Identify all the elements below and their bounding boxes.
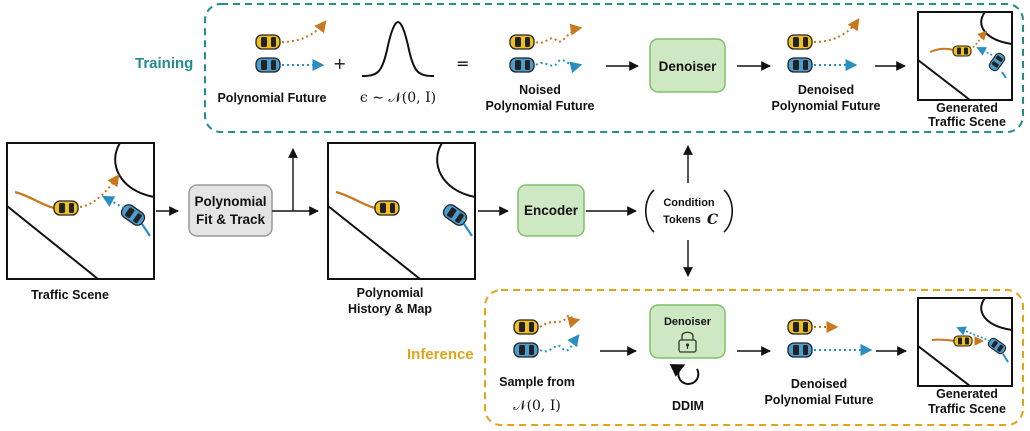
history-map-line2: History & Map — [348, 302, 432, 316]
lock-icon — [678, 331, 697, 353]
history-map-image — [327, 142, 476, 280]
polynomial-fit-line2: Fit & Track — [196, 212, 266, 227]
training-generated-scene — [917, 11, 1013, 101]
inference-denoiser-box — [649, 304, 726, 359]
condition-right-paren — [723, 189, 734, 233]
sample-from-label: Sample from — [499, 375, 575, 389]
inference-generated-line2: Traffic Scene — [928, 402, 1006, 416]
encoder-label: Encoder — [524, 203, 579, 218]
noised-future-icon — [509, 23, 583, 74]
ddim-label: DDIM — [672, 399, 704, 413]
traffic-scene-image — [6, 142, 155, 280]
inference-generated-scene — [917, 297, 1013, 387]
training-panel — [204, 3, 1024, 133]
noised-label-line2: Polynomial Future — [485, 99, 594, 113]
condition-symbol: C — [707, 212, 718, 228]
inference-denoised-icon — [787, 319, 873, 358]
inference-denoised-line2: Polynomial Future — [764, 393, 873, 407]
training-denoiser-box — [649, 38, 726, 93]
polynomial-fit-box — [188, 184, 273, 237]
training-generated-line2: Traffic Scene — [928, 115, 1006, 129]
plus-sign: + — [333, 54, 346, 73]
equals-sign: = — [456, 54, 469, 73]
training-denoiser-label: Denoiser — [659, 59, 718, 74]
training-denoised-line2: Polynomial Future — [771, 99, 880, 113]
history-map-line1: Polynomial — [357, 286, 424, 300]
polynomial-future-icon — [255, 20, 327, 73]
training-generated-line1: Generated — [936, 101, 998, 115]
inference-denoiser-label: Denoiser — [664, 316, 712, 328]
encoder-box — [517, 184, 585, 237]
condition-left-paren — [644, 189, 655, 233]
gaussian-curve-icon — [361, 20, 435, 77]
noised-label-line1: Noised — [519, 83, 561, 97]
noise-formula: ϵ ∼ 𝒩(0, I) — [360, 90, 436, 106]
polynomial-fit-line1: Polynomial — [194, 194, 266, 209]
inference-panel — [484, 289, 1024, 426]
polynomial-future-label: Polynomial Future — [217, 91, 326, 105]
training-denoised-icon — [787, 18, 860, 73]
condition-line2: Tokens — [663, 214, 701, 226]
sample-noise-icon — [513, 314, 581, 358]
training-denoised-line1: Denoised — [798, 83, 854, 97]
ddim-loop-icon — [669, 364, 700, 385]
sample-formula: 𝒩(0, I) — [513, 398, 561, 414]
condition-line1: Condition — [663, 197, 715, 209]
traffic-scene-label: Traffic Scene — [31, 288, 109, 302]
inference-denoised-line1: Denoised — [791, 377, 847, 391]
training-title: Training — [135, 55, 193, 72]
inference-title: Inference — [407, 346, 474, 363]
inference-generated-line1: Generated — [936, 387, 998, 401]
